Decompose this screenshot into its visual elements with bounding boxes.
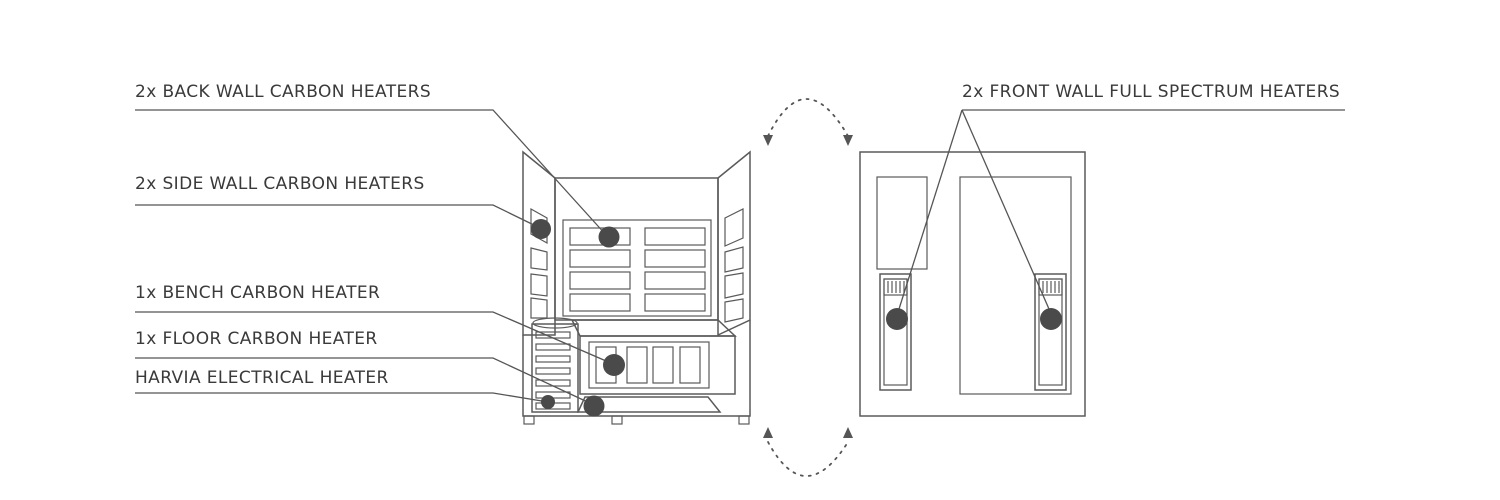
leader-back-wall <box>135 109 608 237</box>
front-heater-left-dot <box>886 308 908 330</box>
leader-harvia <box>135 392 549 403</box>
bench-top <box>570 319 737 337</box>
sauna-interior-view <box>522 150 751 425</box>
back-wall-heater-dot <box>598 226 620 248</box>
harvia-heater-dot <box>541 395 555 409</box>
leader-front-left <box>898 109 963 310</box>
leader-floor <box>135 357 595 406</box>
sauna-front-view <box>859 151 1086 417</box>
leader-side-wall <box>135 204 541 229</box>
leader-bench <box>135 311 614 365</box>
floor-heater-dot <box>583 395 605 417</box>
rotate-arrow-top <box>763 98 853 146</box>
bench-front <box>579 335 736 395</box>
back-wall <box>554 177 719 321</box>
front-heater-right-dot <box>1040 308 1062 330</box>
right-side-wall <box>717 150 751 337</box>
bench-heater-dot <box>603 354 625 376</box>
back-wall-panel-frame <box>562 219 712 317</box>
front-window <box>876 176 928 270</box>
front-door <box>959 176 1072 395</box>
front-heater-left <box>879 273 912 391</box>
floor-heater-plate <box>576 396 722 413</box>
right-side-wall-panels <box>724 208 744 323</box>
left-side-wall <box>522 150 556 336</box>
sauna-base <box>522 320 751 417</box>
bench-heater-panels <box>595 346 701 384</box>
left-side-wall-panels <box>530 207 548 319</box>
rotate-arrow-bottom <box>763 427 853 477</box>
label-back-wall-heaters: 2x BACK WALL CARBON HEATERS <box>135 82 431 102</box>
leader-lines-right <box>898 109 1345 310</box>
bench-heater-frame <box>588 341 710 389</box>
leader-front-right <box>961 109 1050 310</box>
leader-lines-left <box>135 109 614 406</box>
label-front-wall-heaters: 2x FRONT WALL FULL SPECTRUM HEATERS <box>962 82 1340 102</box>
back-wall-panels <box>569 227 706 312</box>
label-floor-heater: 1x FLOOR CARBON HEATER <box>135 329 378 349</box>
label-bench-heater: 1x BENCH CARBON HEATER <box>135 283 380 303</box>
side-wall-heater-dot <box>531 219 551 239</box>
sauna-feet <box>523 415 750 425</box>
label-side-wall-heaters: 2x SIDE WALL CARBON HEATERS <box>135 174 425 194</box>
label-harvia-heater: HARVIA ELECTRICAL HEATER <box>135 368 389 388</box>
front-heater-right <box>1034 273 1067 391</box>
harvia-heater-unit <box>531 317 579 413</box>
front-wall-outline <box>859 151 1086 417</box>
